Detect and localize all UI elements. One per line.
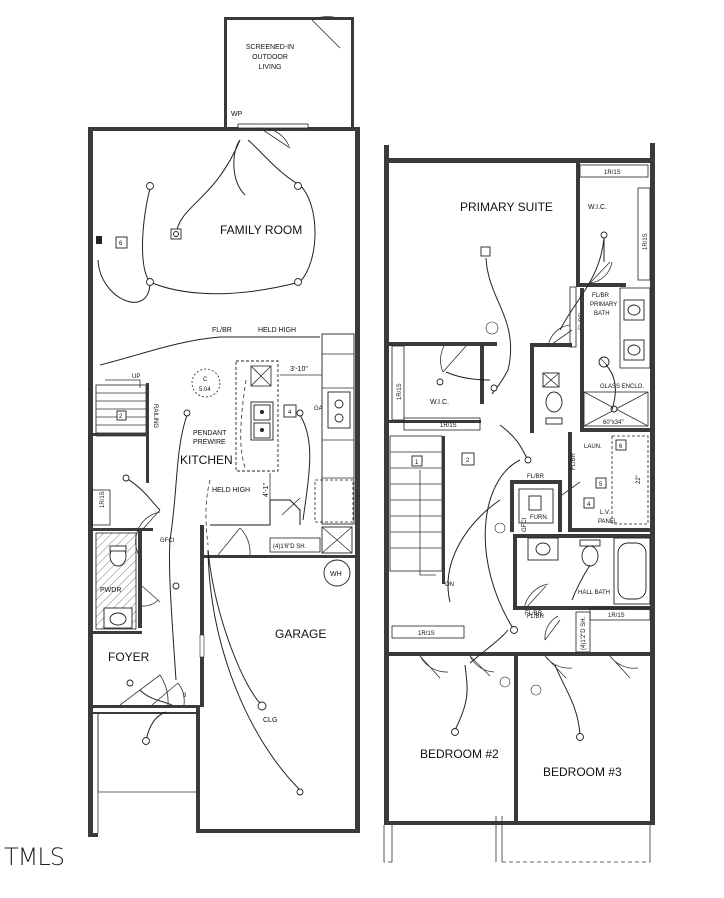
furnace-closet: FURN. FL/BR xyxy=(510,474,581,532)
bedrooms: 1R/1S 1R/1S (4)1'2"D SH. BEDROOM #2 BEDR… xyxy=(389,607,652,822)
svg-text:FL/BR: FL/BR xyxy=(592,293,610,299)
svg-text:4: 4 xyxy=(587,502,591,508)
bedroom3-label: BEDROOM #3 xyxy=(543,765,622,779)
primary-suite-label: PRIMARY SUITE xyxy=(460,200,553,214)
svg-text:1R/1S: 1R/1S xyxy=(397,383,403,400)
svg-text:PANEL: PANEL xyxy=(598,519,618,525)
svg-text:WP: WP xyxy=(231,111,243,118)
svg-text:5: 5 xyxy=(599,482,603,488)
svg-text:4: 4 xyxy=(288,410,292,416)
garage-label: GARAGE xyxy=(275,627,326,641)
svg-text:FL/BR: FL/BR xyxy=(571,452,577,470)
first-floor-stair: UP RAILING 2 1R/1S xyxy=(91,374,158,526)
svg-text:1R/1S: 1R/1S xyxy=(608,613,625,619)
svg-text:FL/BR: FL/BR xyxy=(527,614,545,620)
svg-text:1R/1S: 1R/1S xyxy=(604,170,621,176)
svg-text:6: 6 xyxy=(119,241,123,247)
powder-room: PWDR FOYER xyxy=(93,509,185,706)
svg-text:1R/1S: 1R/1S xyxy=(100,491,106,508)
svg-text:SCREENED-IN: SCREENED-IN xyxy=(246,44,294,51)
svg-text:W.I.C.: W.I.C. xyxy=(430,399,449,406)
svg-text:GA: GA xyxy=(314,406,323,412)
primary-suite: 1R/1S 1R/1S W.I.C. FL/BR xyxy=(389,246,585,433)
svg-text:1R/1S: 1R/1S xyxy=(440,423,457,429)
laundry: FL/BR LAUN. 6 5 4 L.V. PANEL 22" xyxy=(568,432,652,532)
svg-text:PREWIRE: PREWIRE xyxy=(193,439,226,446)
first-floor-walls xyxy=(88,123,360,837)
svg-text:1R/1S: 1R/1S xyxy=(418,631,435,637)
second-floor-wiring xyxy=(445,237,616,736)
svg-text:PENDANT: PENDANT xyxy=(193,430,227,437)
svg-text:(4)1'2"D SH.: (4)1'2"D SH. xyxy=(581,616,587,650)
svg-text:W.I.C.: W.I.C. xyxy=(588,204,607,211)
svg-text:HELD HIGH: HELD HIGH xyxy=(258,327,296,334)
first-floor-wiring xyxy=(97,139,320,791)
svg-text:60"x34": 60"x34" xyxy=(603,420,624,426)
svg-text:CLG: CLG xyxy=(263,717,277,724)
svg-text:PRIMARY: PRIMARY xyxy=(590,302,617,308)
svg-text:HELD HIGH: HELD HIGH xyxy=(212,487,250,494)
svg-text:FL/BR: FL/BR xyxy=(525,611,543,617)
bedroom2-label: BEDROOM #2 xyxy=(420,747,499,761)
first-floor-fixtures xyxy=(96,182,304,796)
svg-text:2: 2 xyxy=(119,414,123,420)
svg-text:GFCI: GFCI xyxy=(160,538,175,544)
svg-text:FURN.: FURN. xyxy=(530,515,549,521)
screened-porch: SCREENED-IN OUTDOOR LIVING xyxy=(224,16,354,129)
svg-text:C: C xyxy=(203,377,208,383)
kitchen-cabinets: GA 3'-10" 4'-1" 4 xyxy=(235,333,355,525)
garage-entry: (4)1'6"D SH. WH xyxy=(199,497,353,658)
svg-text:22": 22" xyxy=(636,475,642,484)
svg-text:3'-10": 3'-10" xyxy=(290,366,308,373)
second-floor-plan: 1R/1S 1R/1S W.I.C. PRIMARY SUITE 1R/1S 1… xyxy=(383,143,655,863)
svg-text:GLASS ENCLO.: GLASS ENCLO. xyxy=(600,384,644,390)
svg-text:UP: UP xyxy=(132,374,140,380)
second-floor-fixtures xyxy=(451,384,584,741)
svg-text:4'-1": 4'-1" xyxy=(263,483,270,497)
svg-text:OUTDOOR: OUTDOOR xyxy=(252,54,288,61)
second-floor-stair: 1 2 ON xyxy=(389,435,475,588)
primary-wic: 1R/1S 1R/1S W.I.C. xyxy=(576,163,651,287)
brand-logo: TMLS xyxy=(4,843,65,871)
hall-bath: HALL BATH FL/BR GFCI xyxy=(513,517,652,620)
svg-text:WH: WH xyxy=(330,571,342,578)
svg-text:3: 3 xyxy=(183,693,187,699)
svg-text:6: 6 xyxy=(619,444,623,450)
section-marker: C 5.04 xyxy=(191,368,221,398)
svg-text:FOYER: FOYER xyxy=(108,650,150,664)
svg-text:HALL BATH: HALL BATH xyxy=(578,590,610,596)
svg-text:1R/1S: 1R/1S xyxy=(643,233,649,250)
svg-text:GFCI: GFCI xyxy=(522,517,528,532)
second-floor-walls xyxy=(383,143,655,863)
primary-bath: FL/BR PRIMARY BATH GLASS ENCLO. 60"x34" xyxy=(580,287,652,432)
kitchen-label: KITCHEN xyxy=(180,453,233,467)
svg-text:(4)1'6"D SH.: (4)1'6"D SH. xyxy=(273,544,307,550)
svg-text:FL/BR: FL/BR xyxy=(212,327,232,334)
svg-text:FL/BR: FL/BR xyxy=(527,474,545,480)
family-room-label: FAMILY ROOM xyxy=(220,223,302,237)
svg-text:1: 1 xyxy=(415,460,419,466)
svg-text:L.V.: L.V. xyxy=(600,510,610,516)
svg-text:PWDR: PWDR xyxy=(100,587,121,594)
svg-text:LAUN.: LAUN. xyxy=(584,444,602,450)
svg-text:5.04: 5.04 xyxy=(199,387,211,393)
svg-text:LIVING: LIVING xyxy=(259,64,282,71)
svg-text:RAILING: RAILING xyxy=(152,404,158,428)
svg-text:ON: ON xyxy=(445,582,454,588)
svg-text:BATH: BATH xyxy=(594,311,610,317)
first-floor-plan: SCREENED-IN OUTDOOR LIVING xyxy=(88,16,360,837)
svg-text:2: 2 xyxy=(466,458,470,464)
